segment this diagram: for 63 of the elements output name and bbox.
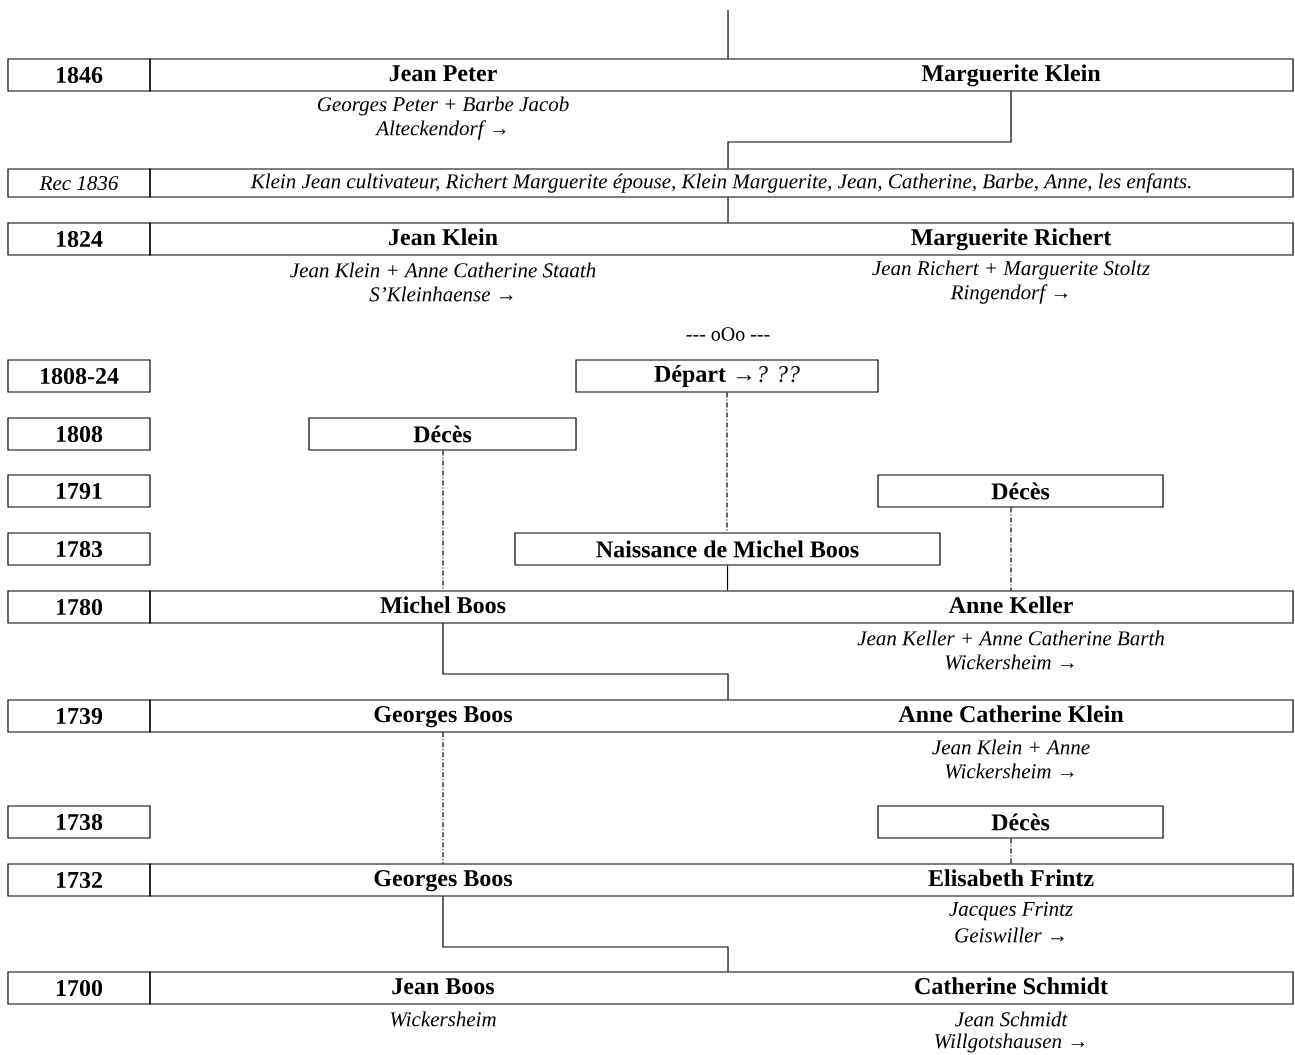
person-name: Jean Klein [389,228,498,246]
couple-box [149,222,1294,256]
note-text: Alteckendorf → [375,120,506,140]
person-name: Anne Catherine Klein [898,705,1124,723]
line [726,565,729,591]
person-name: Marguerite Klein [921,64,1101,87]
line [727,90,1012,169]
person-name: Marguerite Richert [911,228,1112,251]
dashed-line [1010,838,1012,865]
dashed-line [726,392,728,533]
couple-box [149,699,1294,733]
line [442,622,729,700]
dashed-line [1010,507,1012,592]
year-box: Rec 1836 [7,168,151,198]
line [727,9,729,59]
year-box: 1846 [7,58,151,92]
year-box: 1808-24 [7,359,151,393]
note-text: Jean Keller + Anne Catherine Barth [857,630,1164,646]
note-text: Wickersheim [390,1011,496,1027]
note-text: Jean Klein + Anne [932,739,1090,755]
person-name: Michel Boos [380,596,506,614]
note-text: Geiswiller → [955,927,1064,943]
separator-text: --- oOo --- [686,327,770,341]
entry-box: Décès [877,805,1164,839]
entry-box: Départ →? ?? [575,359,879,393]
note-text: Jacques Frintz [949,901,1073,921]
couple-box [149,590,1294,624]
entry-box: Décès [308,417,577,451]
note-text: Jean Klein + Anne Catherine Staath [290,262,596,278]
couple-box [149,863,1294,897]
note-text: Georges Peter + Barbe Jacob [317,96,569,116]
note-text: Jean Richert + Marguerite Stoltz [872,260,1150,280]
note-text: Wickersheim → [945,763,1074,779]
year-box: 1700 [7,971,151,1005]
line [727,197,729,223]
year-box: 1739 [7,699,151,733]
dashed-line [442,731,444,865]
note-text: S’Kleinhaense → [369,286,513,302]
line [442,895,729,972]
person-name: Jean Boos [392,978,495,995]
couple-box [149,58,1294,92]
entry-box: Klein Jean cultivateur, Richert Marguerite épouse, Klein Marguerite, Jean, Catherine, Barbe, Anne, les enfants. [149,168,1294,198]
person-name: Jean Peter [389,65,497,82]
year-box: 1780 [7,590,151,624]
year-box: 1738 [7,805,151,839]
person-name: Georges Boos [374,706,513,728]
couple-box [149,971,1294,1005]
note-text: Willgotshausen → [935,1033,1084,1053]
entry-box: Naissance de Michel Boos [514,532,941,566]
note-text: Wickersheim → [945,654,1074,670]
year-box: 1732 [7,863,151,897]
year-box: 1824 [7,222,151,256]
person-name: Georges Boos [374,870,513,892]
person-name: Catherine Schmidt [915,977,1108,995]
year-box: 1783 [7,532,151,566]
person-name: Elisabeth Frintz [928,869,1094,887]
year-box: 1791 [7,474,151,508]
note-text: Ringendorf → [950,284,1068,304]
year-box: 1808 [7,417,151,451]
note-text: Jean Schmidt [955,1011,1068,1027]
person-name: Anne Keller [948,596,1073,614]
dashed-line [442,450,444,592]
entry-box: Décès [877,474,1164,508]
